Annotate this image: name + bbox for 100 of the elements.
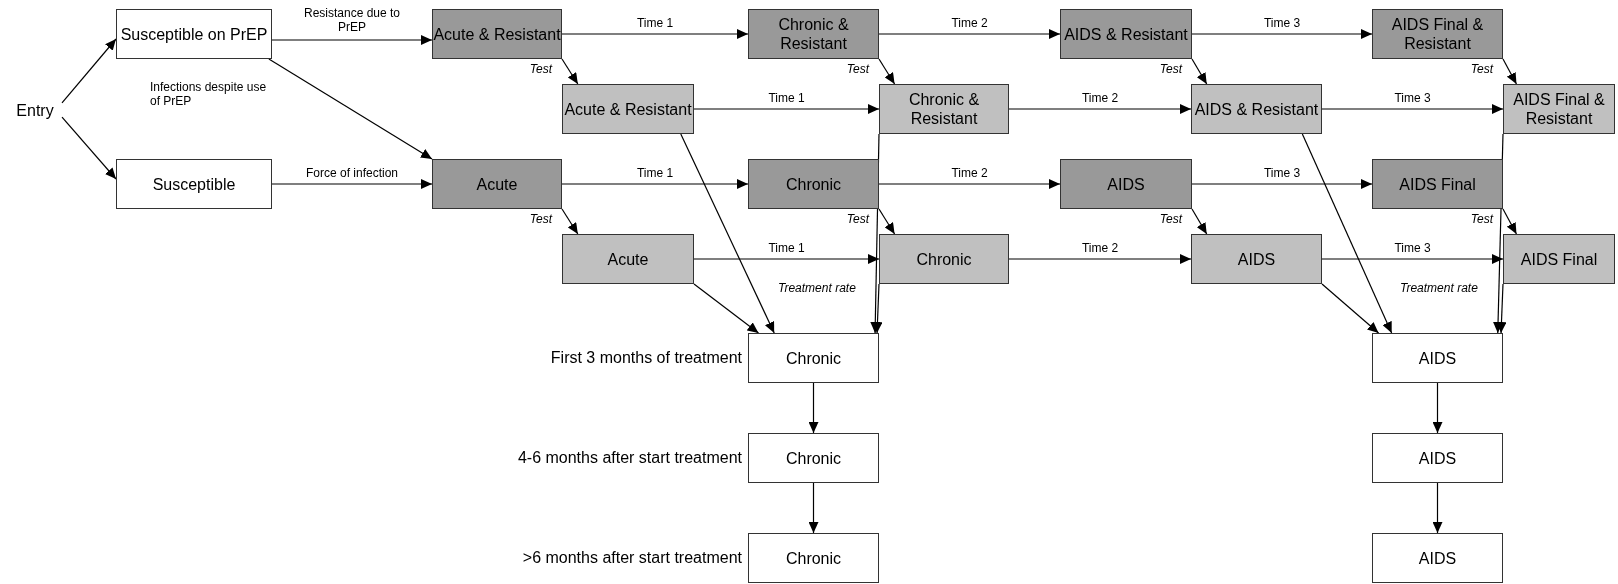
arrow	[1008, 104, 1192, 114]
box-label: AIDS	[1418, 548, 1457, 568]
arrow	[878, 58, 896, 85]
box-label: Acute	[607, 249, 649, 269]
edge-label: Test	[1470, 62, 1493, 76]
compartment-box	[1060, 159, 1192, 209]
arrow	[1321, 254, 1504, 264]
row-label: First 3 months of treatment	[550, 348, 742, 367]
compartment-box	[748, 433, 879, 483]
arrow	[61, 38, 117, 104]
box-label: Acute & Resistant	[564, 99, 692, 119]
arrow	[808, 482, 819, 534]
arrow	[693, 104, 880, 114]
edge-label: Test	[1159, 62, 1182, 76]
box-label: Chronic	[916, 249, 972, 269]
arrow	[271, 35, 433, 45]
box-label: AIDS	[1418, 348, 1457, 368]
compartment-box	[562, 84, 694, 134]
arrow	[561, 58, 579, 85]
edge-label: Time 2	[1080, 241, 1120, 255]
arrow	[878, 179, 1061, 189]
compartment-box	[1372, 9, 1503, 59]
compartment-box	[116, 159, 272, 209]
arrow	[1191, 29, 1373, 39]
compartment-box	[562, 234, 694, 284]
arrow	[693, 254, 880, 264]
edge-label: Time 3	[1262, 16, 1302, 30]
box-label: Chronic & Resistant	[777, 15, 850, 53]
box-label: AIDS Final & Resistant	[1390, 15, 1485, 53]
edge-label: Treatment rate	[1400, 281, 1478, 295]
box-label: Acute	[476, 174, 518, 194]
box-label: AIDS Final	[1399, 174, 1476, 194]
box-label: Chronic & Resistant	[907, 90, 981, 128]
arrow	[878, 208, 896, 235]
row-label: >6 months after start treatment	[522, 548, 742, 567]
edge-label: Time 3	[1393, 241, 1432, 255]
arrow	[561, 208, 579, 235]
arrow	[1432, 382, 1443, 434]
box-label: Susceptible	[152, 174, 236, 194]
box-label: AIDS Final & Resistant	[1512, 90, 1606, 128]
entry-label: Entry	[8, 98, 62, 122]
arrow	[1301, 133, 1393, 334]
edge-label: Time 2	[950, 166, 989, 180]
compartment-box	[1372, 159, 1503, 209]
arrow	[61, 116, 117, 180]
edge-label: Treatment rate	[778, 281, 856, 295]
edge-label: Time 1	[635, 16, 675, 30]
box-label: Chronic	[785, 348, 842, 368]
compartment-box	[1191, 234, 1322, 284]
arrow	[1008, 254, 1192, 264]
edge-label: Test	[846, 212, 869, 226]
compartment-box	[116, 9, 272, 59]
arrow	[561, 29, 749, 39]
row-label: 4-6 months after start treatment	[517, 448, 742, 467]
arrow	[1191, 58, 1208, 85]
edge-label: Time 1	[767, 91, 806, 105]
edge-label: Test	[846, 62, 869, 76]
edge-label: Time 3	[1393, 91, 1432, 105]
arrow	[878, 29, 1061, 39]
box-label: AIDS Final	[1520, 249, 1598, 269]
compartment-box	[879, 84, 1009, 134]
arrow	[1502, 208, 1518, 235]
compartment-box	[1503, 84, 1615, 134]
compartment-box	[1372, 333, 1503, 383]
edge-label: Test	[1159, 212, 1182, 226]
edge-label: Test	[1470, 212, 1493, 226]
arrow	[1321, 283, 1380, 334]
arrow	[561, 179, 749, 189]
edge-label: Time 1	[767, 241, 806, 255]
compartment-box	[748, 333, 879, 383]
arrow	[1502, 58, 1518, 85]
arrow	[1432, 482, 1443, 534]
edge-label: Test	[529, 62, 552, 76]
compartment-box	[879, 234, 1009, 284]
box-label: Acute & Resistant	[433, 24, 561, 44]
compartment-box	[432, 9, 562, 59]
compartment-box	[432, 159, 562, 209]
box-label: Chronic	[785, 448, 842, 468]
box-label: AIDS	[1107, 174, 1145, 194]
arrow	[1321, 104, 1504, 114]
edge-label: Time 3	[1262, 166, 1302, 180]
edge-label: Time 1	[635, 166, 675, 180]
box-label: AIDS & Resistant	[1194, 99, 1319, 119]
box-label: AIDS	[1418, 448, 1457, 468]
compartment-box	[1372, 433, 1503, 483]
compartment-box	[748, 533, 879, 583]
compartment-box	[1060, 9, 1192, 59]
box-label: Susceptible on PrEP	[120, 24, 268, 44]
arrow	[1191, 179, 1373, 189]
edge-label: Time 2	[1080, 91, 1120, 105]
box-label: AIDS	[1237, 249, 1276, 269]
edge-label: Test	[529, 212, 552, 226]
box-label: Chronic	[785, 548, 842, 568]
arrow	[1496, 283, 1507, 334]
edge-label: Force of infection	[304, 166, 399, 180]
arrow	[271, 179, 433, 189]
edge-label: Resistance due to PrEP	[302, 6, 402, 34]
edge-label: Time 2	[950, 16, 989, 30]
arrow	[1191, 208, 1208, 235]
box-label: AIDS & Resistant	[1064, 24, 1188, 44]
